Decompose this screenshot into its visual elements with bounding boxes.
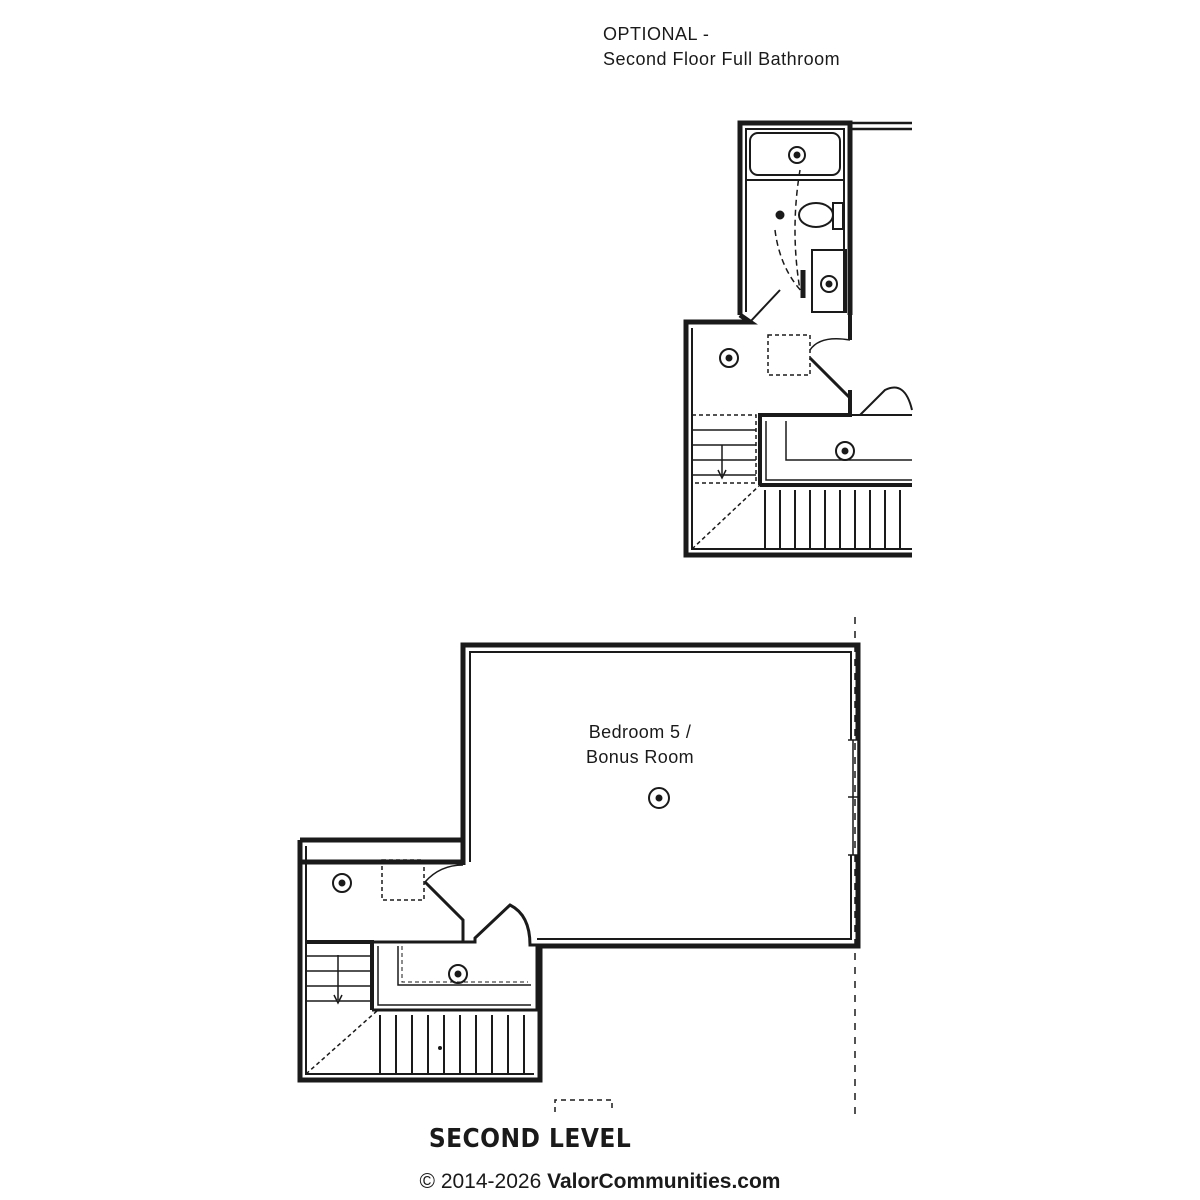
hall-outer-wall bbox=[297, 840, 543, 1083]
toilet bbox=[798, 202, 834, 228]
vanity bbox=[811, 249, 847, 313]
window bbox=[848, 739, 859, 856]
optional-title-line2: Second Floor Full Bathroom bbox=[603, 49, 841, 69]
copyright-footer: © 2014-2026 ValorCommunities.com bbox=[300, 1170, 900, 1194]
level-title: SECOND LEVEL bbox=[428, 1124, 632, 1154]
optional-title-line1: OPTIONAL - bbox=[603, 24, 710, 44]
linen-closet bbox=[372, 903, 539, 1012]
hall-attic-access bbox=[381, 859, 425, 901]
optional-bathroom-title: OPTIONAL - Second Floor Full Bathroom bbox=[603, 22, 840, 72]
dashed-marker bbox=[554, 1099, 613, 1112]
hall-light-icon bbox=[719, 348, 739, 368]
closet-door bbox=[424, 864, 464, 883]
bonus-room-label: Bedroom 5 / Bonus Room bbox=[560, 720, 720, 770]
second-level-plan bbox=[297, 617, 861, 1115]
bathroom-outer-wall bbox=[737, 120, 853, 315]
upper-stair-landing bbox=[691, 414, 757, 484]
bathroom-top-right-wall bbox=[850, 121, 912, 131]
bonus-room-inner-wall bbox=[469, 651, 852, 940]
closet-light-icon bbox=[448, 964, 468, 984]
room-label-line1: Bedroom 5 / bbox=[588, 722, 692, 742]
room-label-line2: Bonus Room bbox=[585, 747, 695, 767]
hall-light-icon-main bbox=[332, 873, 352, 893]
upper-stair-treads bbox=[764, 490, 901, 549]
stair-treads bbox=[379, 1015, 525, 1074]
bath-fan-icon bbox=[788, 146, 806, 164]
bonus-room-outer-wall bbox=[460, 642, 861, 949]
vanity-light-icon bbox=[820, 275, 838, 293]
upper-hall-wall bbox=[683, 312, 912, 558]
bathtub bbox=[749, 132, 841, 176]
bonus-room-light-icon bbox=[648, 787, 670, 809]
brand-name: ValorCommunities.com bbox=[547, 1170, 781, 1193]
copyright-text: © 2014-2026 bbox=[419, 1170, 542, 1193]
attic-access bbox=[767, 334, 811, 376]
optional-bathroom-plan bbox=[683, 120, 913, 558]
